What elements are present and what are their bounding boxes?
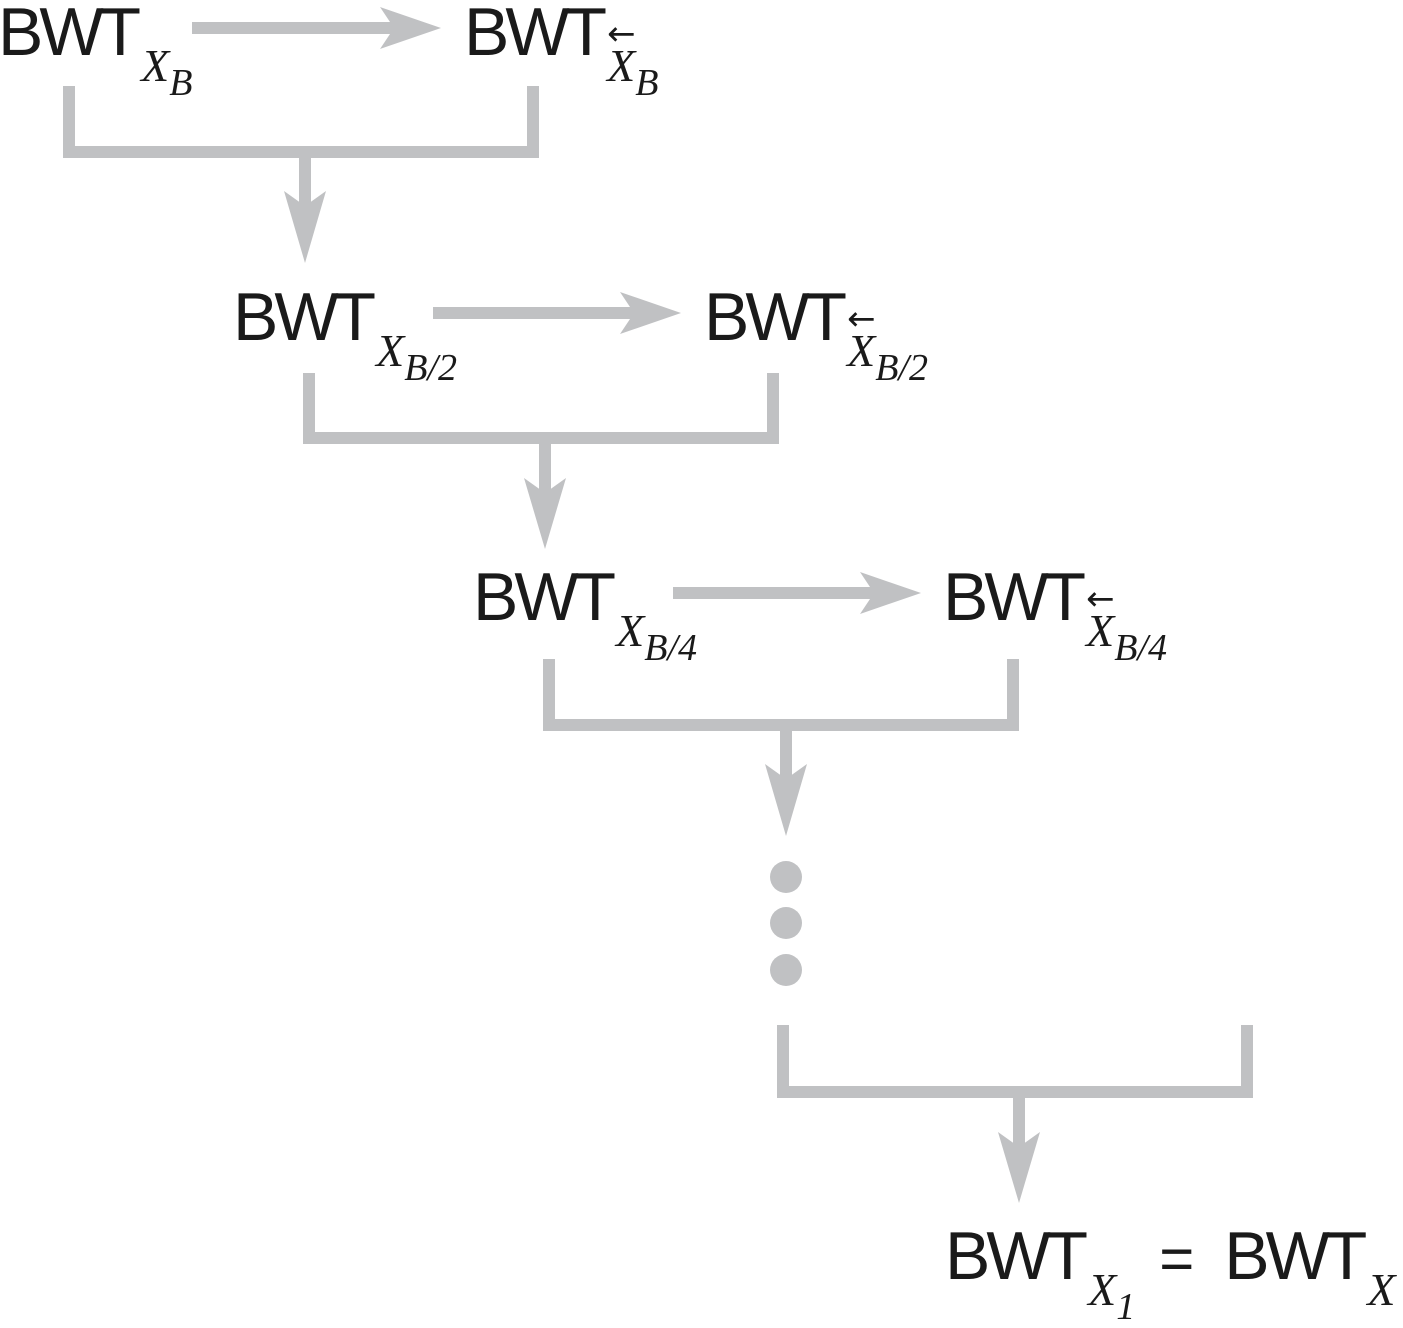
equals-sign: = (1159, 1225, 1195, 1292)
arrow-down-final-head (998, 1132, 1040, 1203)
reverse-arrow-icon: ← (607, 14, 636, 54)
node-bwt-xb: BWTXB (0, 0, 193, 104)
ellipsis-dot (770, 907, 802, 939)
node-bwt-xb4: BWTXB/4 (473, 559, 697, 669)
reverse-arrow-icon: ← (847, 299, 876, 339)
merge-bracket-2 (303, 373, 779, 444)
arrow-down-1-head (284, 191, 326, 263)
ellipsis-dot (770, 954, 802, 986)
node-bwt-reverse-xb2: BWT←XB/2 (704, 279, 928, 389)
reverse-arrow-icon: ← (1086, 579, 1115, 619)
arrow-down-2-head (524, 478, 566, 549)
arrow-forward-3-head (860, 572, 921, 614)
node-bwt-reverse-xb4: BWT←XB/4 (943, 559, 1167, 669)
node-final-equation: BWTX1=BWTX (945, 1218, 1396, 1328)
arrow-down-3-head (765, 764, 807, 836)
arrow-forward-2-head (620, 292, 681, 334)
arrow-forward-1-head (380, 7, 441, 49)
node-bwt-xb2: BWTXB/2 (233, 279, 457, 389)
merge-bracket-3 (543, 659, 1019, 731)
node-bwt-reverse-xb: BWT←XB (464, 0, 659, 104)
merge-bracket-1 (63, 86, 539, 158)
merge-bracket-final (777, 1025, 1253, 1098)
ellipsis-dot (770, 861, 802, 893)
